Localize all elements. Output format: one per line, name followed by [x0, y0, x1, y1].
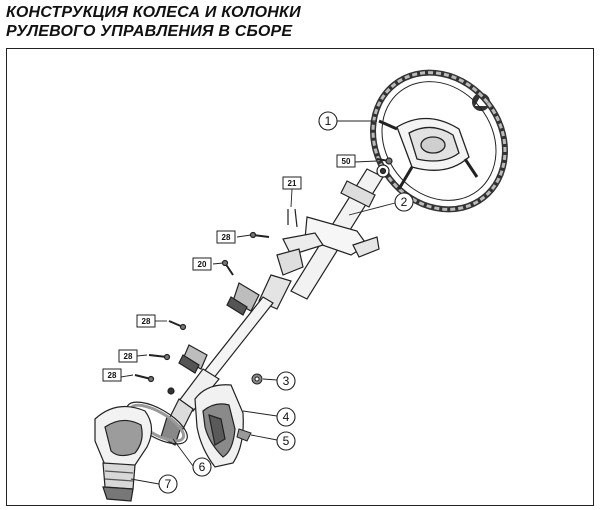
torque-label-20: 20: [192, 257, 212, 271]
diagram-frame: 1 2 3 4 5 6 7 50 21 28 20 28: [6, 48, 594, 506]
clip: [236, 428, 252, 442]
callout-2: 2: [394, 192, 414, 212]
torque-label-28-lower: 28: [118, 349, 138, 363]
svg-text:3: 3: [283, 374, 290, 388]
svg-text:6: 6: [199, 460, 206, 474]
torque-label-28-top: 28: [216, 230, 236, 244]
title-line-1: КОНСТРУКЦИЯ КОЛЕСА И КОЛОНКИ: [6, 4, 301, 21]
torque-label-28-middle: 28: [136, 314, 156, 328]
diagram-title: КОНСТРУКЦИЯ КОЛЕСА И КОЛОНКИ РУЛЕВОГО УП…: [6, 3, 301, 41]
svg-text:28: 28: [142, 317, 151, 326]
svg-text:7: 7: [165, 477, 172, 491]
callout-7: 7: [158, 474, 178, 494]
leader-lines: [120, 120, 396, 485]
steering-wheel: [370, 69, 508, 213]
svg-text:28: 28: [124, 352, 133, 361]
dust-boot: [94, 405, 153, 502]
nut: [251, 373, 263, 385]
svg-text:20: 20: [198, 260, 207, 269]
title-line-2: РУЛЕВОГО УПРАВЛЕНИЯ В СБОРЕ: [6, 23, 293, 40]
column-cover: [194, 384, 244, 468]
steering-column: [258, 164, 390, 310]
svg-text:28: 28: [108, 371, 117, 380]
torque-label-28-bottom: 28: [102, 368, 122, 382]
svg-text:5: 5: [283, 434, 290, 448]
svg-text:28: 28: [222, 233, 231, 242]
torque-label-21: 21: [282, 176, 302, 190]
bolts: [134, 157, 393, 383]
svg-text:50: 50: [342, 157, 351, 166]
callout-3: 3: [276, 371, 296, 391]
torque-label-50: 50: [336, 154, 356, 168]
callout-4: 4: [276, 407, 296, 427]
svg-text:2: 2: [401, 195, 408, 209]
svg-text:21: 21: [288, 179, 297, 188]
svg-text:1: 1: [325, 114, 332, 128]
callout-6: 6: [192, 457, 212, 477]
steering-assembly-drawing: 1 2 3 4 5 6 7 50 21 28 20 28: [94, 69, 508, 502]
callout-5: 5: [276, 431, 296, 451]
callout-1: 1: [318, 111, 338, 131]
svg-text:4: 4: [283, 410, 290, 424]
